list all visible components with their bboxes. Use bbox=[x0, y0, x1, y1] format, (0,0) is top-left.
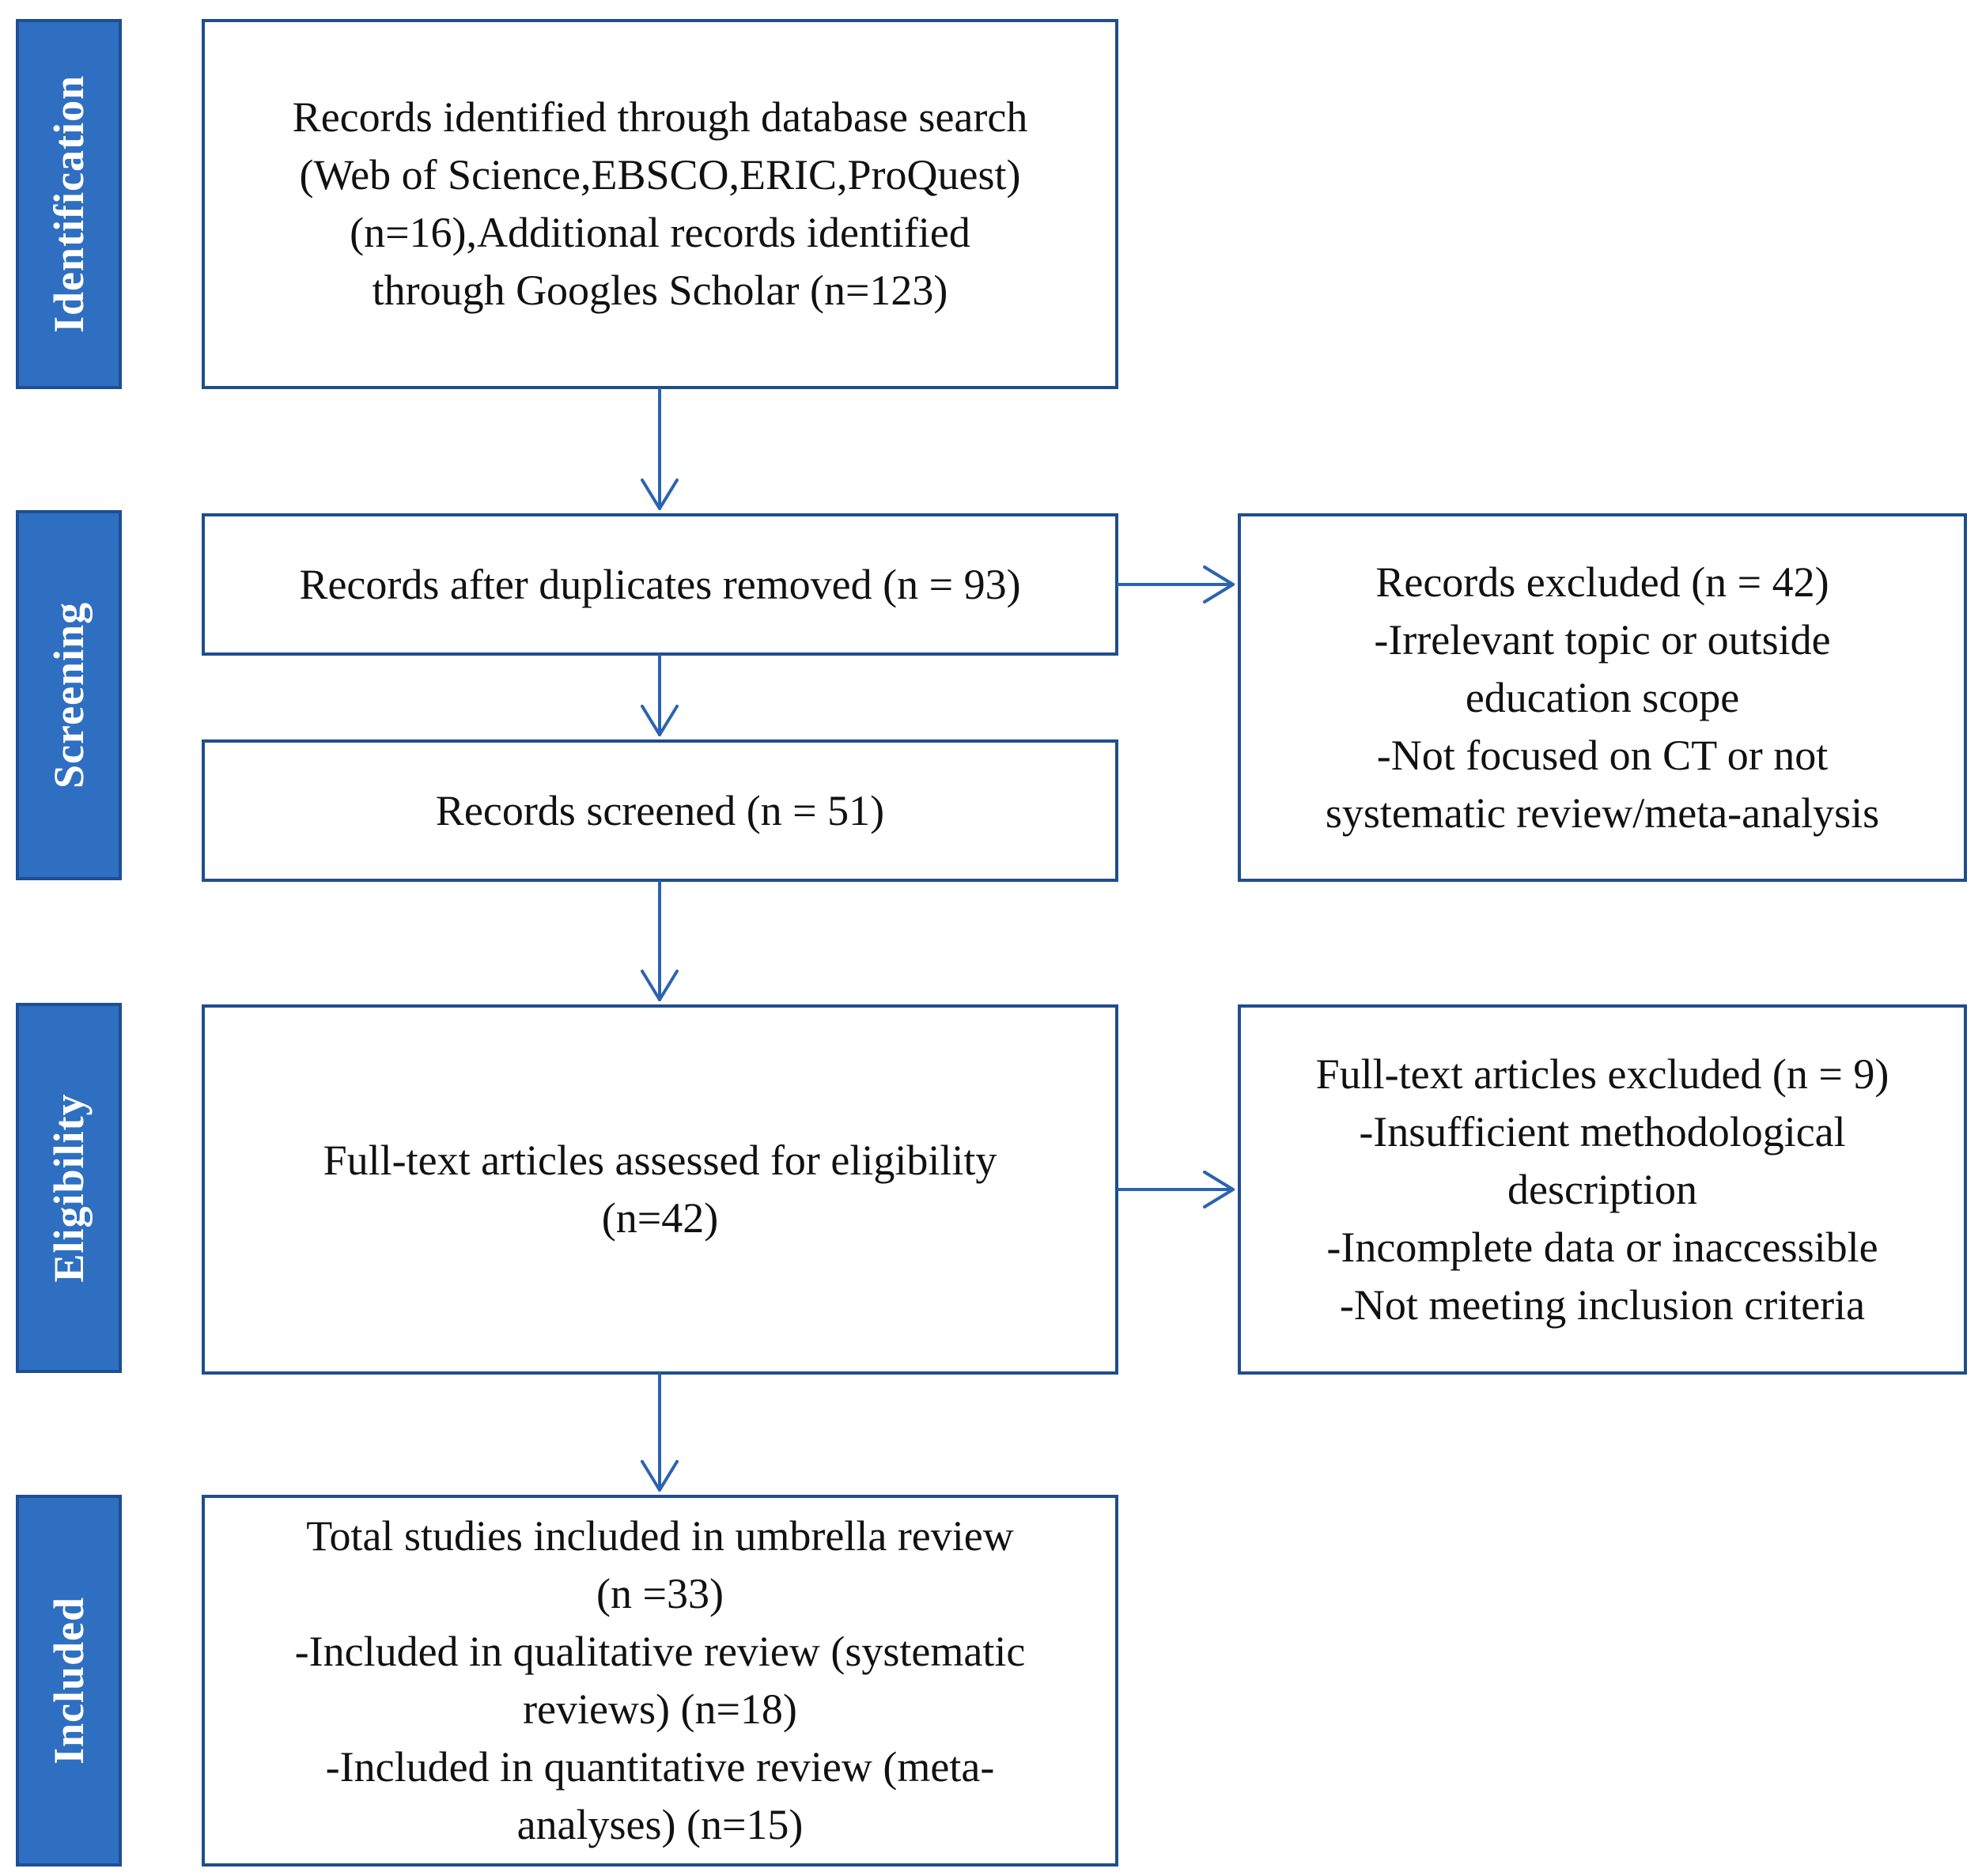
fulltext-excluded-box: Full-text articles excluded (n = 9) -Ins… bbox=[1238, 1004, 1967, 1375]
records-excluded-text: Records excluded (n = 42) -Irrelevant to… bbox=[1325, 558, 1880, 837]
fulltext-excluded-text: Full-text articles excluded (n = 9) -Ins… bbox=[1315, 1050, 1889, 1329]
duplicates-removed-text: Records after duplicates removed (n = 93… bbox=[299, 560, 1021, 608]
arrow-screened-to-fulltext bbox=[641, 880, 679, 1001]
fulltext-assessed-text: Full-text articles assessed for eligibil… bbox=[323, 1137, 997, 1242]
records-identified-box: Records identified through database sear… bbox=[202, 19, 1118, 389]
records-screened-box: Records screened (n = 51) bbox=[202, 739, 1118, 882]
records-screened-text: Records screened (n = 51) bbox=[435, 786, 885, 834]
stage-identification: Identification bbox=[16, 19, 122, 389]
stage-eligibility: Eligibility bbox=[16, 1003, 122, 1373]
arrow-fulltext-to-included bbox=[641, 1373, 679, 1492]
stage-included: Included bbox=[16, 1495, 122, 1867]
included-total-text: Total studies included in umbrella revie… bbox=[294, 1512, 1026, 1848]
arrow-duplicates-to-screened bbox=[641, 654, 679, 736]
included-total-box: Total studies included in umbrella revie… bbox=[202, 1495, 1118, 1867]
fulltext-assessed-box: Full-text articles assessed for eligibil… bbox=[202, 1004, 1118, 1375]
records-identified-text: Records identified through database sear… bbox=[292, 93, 1028, 314]
arrow-identified-to-duplicates bbox=[641, 388, 679, 510]
records-excluded-box: Records excluded (n = 42) -Irrelevant to… bbox=[1238, 513, 1967, 882]
arrow-fulltext-to-excluded bbox=[1117, 1171, 1235, 1208]
stage-screening: Screening bbox=[16, 510, 122, 880]
arrow-duplicates-to-excluded bbox=[1117, 565, 1235, 603]
